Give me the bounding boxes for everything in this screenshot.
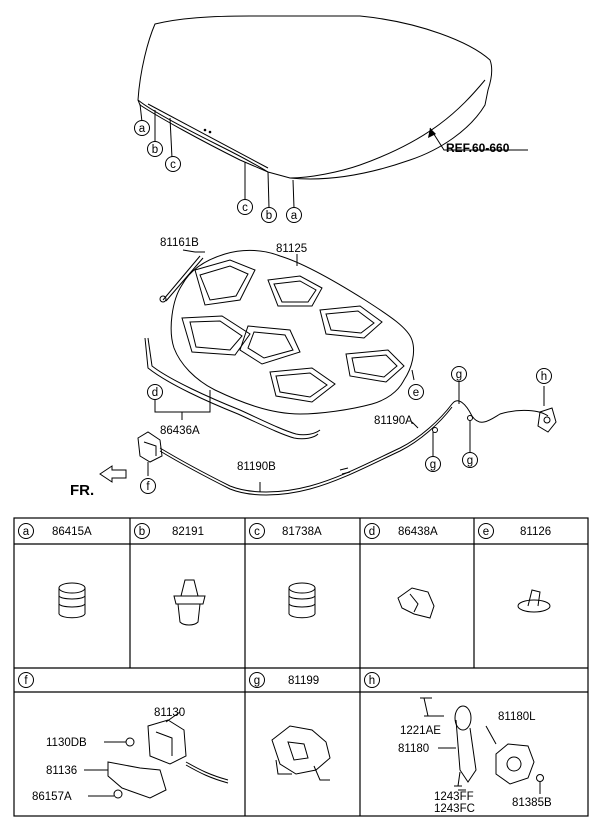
callout-f: f (140, 478, 156, 494)
svg-text:g: g (430, 459, 436, 471)
bumper-stop-drawing (58, 582, 86, 619)
callout-a-2: a (286, 207, 302, 223)
hood-release-cable (159, 400, 549, 496)
svg-text:b: b (152, 144, 158, 156)
label-81125: 81125 (276, 243, 307, 255)
label-81130: 81130 (154, 707, 185, 719)
svg-text:c: c (170, 159, 176, 171)
header-c: c 81738A (249, 523, 322, 539)
release-handle-assembly-drawing (420, 697, 544, 794)
svg-text:e: e (483, 526, 489, 538)
front-label: FR. (70, 482, 94, 499)
callout-c-2: c (237, 199, 253, 215)
hood-latch-small (137, 431, 163, 476)
part-82191: 82191 (172, 526, 204, 538)
header-f: f (18, 672, 34, 688)
label-1243ff: 1243FF (434, 791, 474, 803)
callout-e: e (408, 384, 424, 400)
label-81180: 81180 (398, 743, 429, 755)
callout-h: h (536, 368, 552, 384)
bumper-stop-2-drawing (288, 582, 316, 619)
callout-g-2: g (425, 456, 441, 472)
svg-text:g: g (467, 455, 473, 467)
svg-text:b: b (139, 526, 145, 538)
label-81180l: 81180L (498, 711, 536, 723)
svg-text:d: d (369, 526, 375, 538)
hood-insulator-pad (170, 249, 415, 415)
svg-text:f: f (146, 481, 150, 493)
callout-b-1: b (147, 141, 163, 157)
cable-clamp-drawing (271, 725, 331, 781)
header-d: d 86438A (364, 523, 438, 539)
part-81126: 81126 (520, 526, 551, 538)
header-e: e 81126 (478, 523, 551, 539)
label-81190a: 81190A (374, 415, 413, 427)
svg-text:c: c (242, 202, 248, 214)
pad-clip-drawing (517, 589, 551, 613)
table-row2-headers: f g 81199 h (18, 672, 380, 688)
label-1130db: 1130DB (46, 737, 87, 749)
strip-clip-drawing (397, 587, 435, 619)
callout-d: d (147, 384, 163, 400)
svg-text:d: d (152, 387, 158, 399)
hood-callouts (139, 103, 295, 209)
svg-text:a: a (23, 526, 30, 538)
svg-text:c: c (254, 526, 260, 538)
part-81738a: 81738A (282, 526, 322, 538)
header-a: a 86415A (18, 523, 92, 539)
header-h: h (364, 672, 380, 688)
label-86436a: 86436A (160, 425, 200, 437)
svg-text:a: a (291, 210, 298, 222)
hood-stay-rod (159, 249, 205, 303)
clip-drawing (173, 579, 206, 626)
table-row1-headers: a 86415A b 82191 c 81738A d 86438A e 811… (18, 523, 551, 539)
label-81136: 81136 (46, 765, 77, 777)
header-g: g 81199 (249, 672, 319, 688)
hood-latch-assembly-drawing (84, 711, 229, 799)
callout-a-1: a (134, 120, 150, 136)
label-81161b: 81161B (160, 237, 199, 249)
hood-release-handle-small (537, 386, 557, 433)
part-86438a: 86438A (398, 526, 438, 538)
svg-text:f: f (24, 675, 28, 687)
main-callouts: a b c c b a d e g h g g f (134, 120, 552, 494)
hood-panel (137, 15, 528, 180)
hood-weatherstrip (144, 337, 321, 440)
header-b: b 82191 (134, 523, 204, 539)
front-arrow (99, 465, 127, 483)
svg-text:h: h (541, 371, 547, 383)
ref-label: REF.60-660 (446, 141, 510, 155)
callout-g-3: g (462, 452, 478, 468)
part-86415a: 86415A (52, 526, 92, 538)
callout-b-2: b (261, 207, 277, 223)
svg-text:b: b (266, 210, 272, 222)
svg-text:h: h (369, 675, 375, 687)
svg-text:a: a (139, 123, 146, 135)
label-86157a: 86157A (32, 791, 72, 803)
callout-c-1: c (165, 156, 181, 172)
label-1243fc: 1243FC (434, 803, 475, 815)
parts-table (13, 517, 589, 817)
label-1221ae: 1221AE (400, 725, 441, 737)
svg-text:g: g (254, 675, 260, 687)
callout-g-1: g (451, 366, 467, 382)
part-81199: 81199 (288, 675, 319, 687)
svg-text:g: g (456, 369, 462, 381)
svg-text:e: e (413, 387, 419, 399)
label-81385b: 81385B (512, 797, 552, 809)
label-81190b: 81190B (237, 461, 276, 473)
